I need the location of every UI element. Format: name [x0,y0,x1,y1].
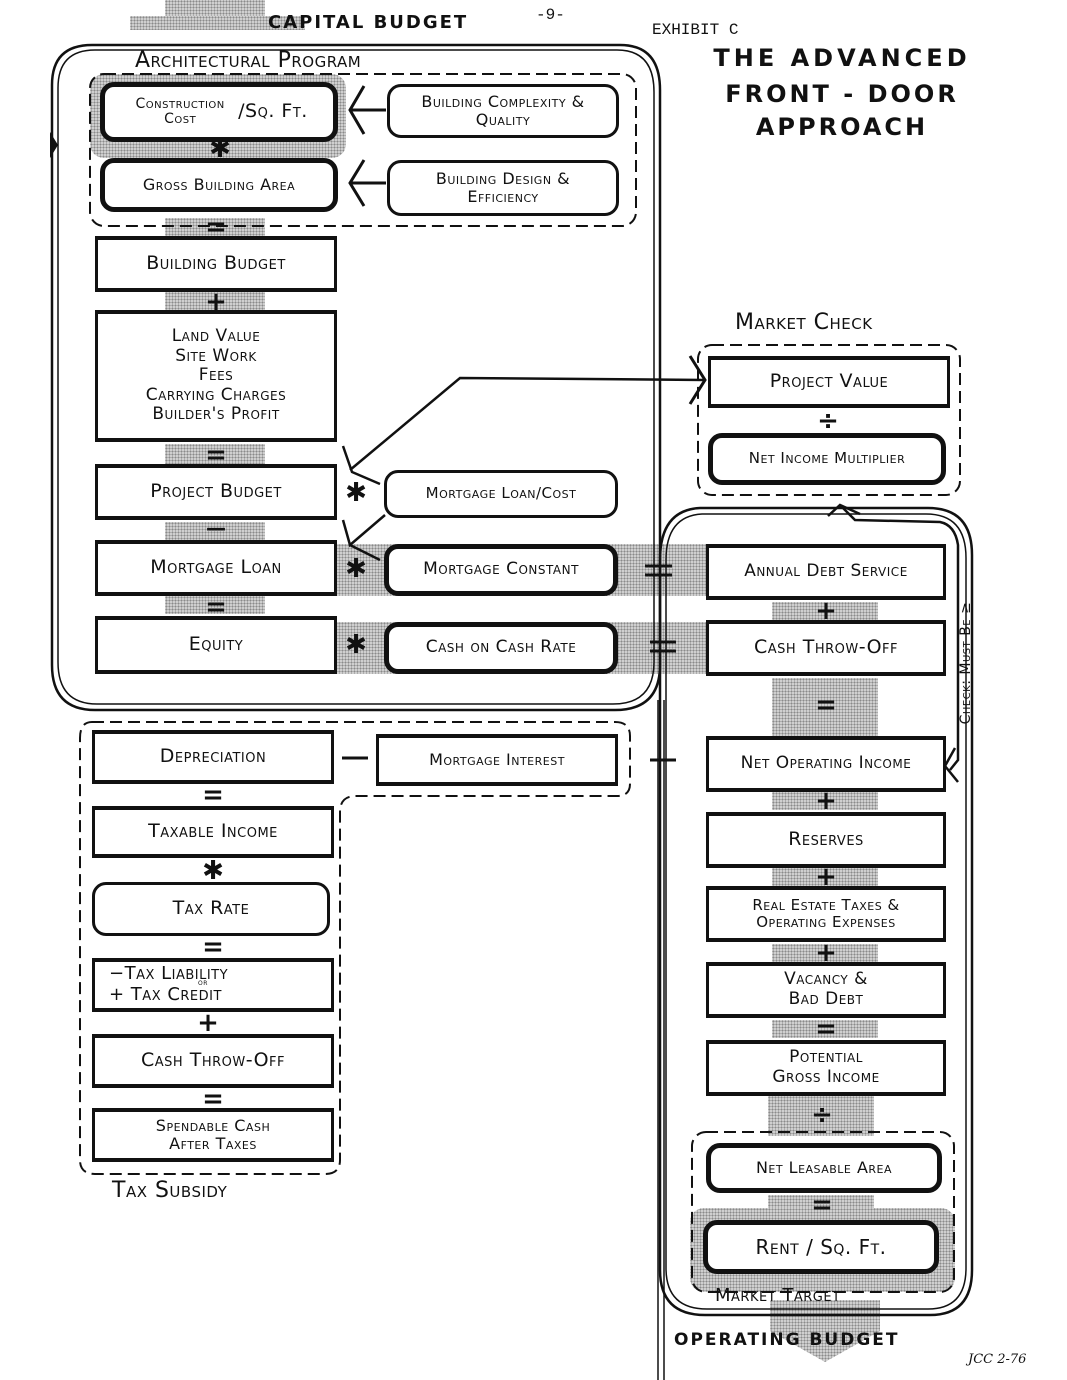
taxable-income-box: Taxable Income [92,806,334,858]
taxes-line-1: Real Estate Taxes & [752,895,900,914]
cash-on-cash-rate-box: Cash on Cash Rate [384,622,618,674]
project-value-box: Project Value [708,356,950,408]
tax-cash-throw-off-box: Cash Throw-Off [92,1034,334,1088]
soft-cost-item: Builder's Profit [152,404,280,425]
plus-operator: + [815,596,837,626]
divide-operator: ÷ [811,1100,833,1130]
tax-rate-box: Tax Rate [92,882,330,936]
equals-operator: = [202,1084,224,1114]
potential-gross-income-box: Potential Gross Income [706,1040,946,1096]
equals-operator: = [202,780,224,810]
vacancy-line-1: Vacancy & [784,969,868,990]
title-line-3: APPROACH [755,113,929,141]
vacancy-line-2: Bad Debt [788,989,864,1009]
reserves-box: Reserves [706,812,946,868]
divide-operator: ÷ [817,406,839,436]
plus-operator: + [205,287,227,317]
depreciation-box: Depreciation [92,730,334,784]
times-operator: ✱ [345,630,367,660]
per-sqft-text: /Sq. Ft. [238,100,308,123]
title-line-2: FRONT - DOOR [725,80,959,108]
pgi-line-2: Gross Income [772,1067,880,1087]
architectural-program-label: Architectural Program [135,48,362,73]
equals-operator: = [815,690,837,720]
building-complexity-box: Building Complexity & Quality [387,84,619,138]
taxes-line-2: Operating Expenses [756,913,896,931]
or-marker: or [198,978,208,988]
spendable-line-2: After Taxes [169,1134,257,1153]
title-line-1: THE ADVANCED [713,44,971,72]
equals-operator: = [205,592,227,622]
annual-debt-service-box: Annual Debt Service [706,544,946,600]
building-budget-box: Building Budget [95,236,337,292]
mortgage-interest-box: Mortgage Interest [376,734,618,786]
check-note: Check: Must Be ≥ [957,601,974,725]
tax-liability-credit-box: −Tax Liability + Tax Credit [92,958,334,1012]
equals-operator: = [811,1190,833,1220]
times-operator: ✱ [345,554,367,584]
plus-operator: + [815,786,837,816]
tax-liability-line: −Tax Liability [109,963,229,985]
soft-cost-item: Fees [198,365,234,386]
rent-per-sqft-box: Rent / Sq. Ft. [703,1220,939,1274]
tax-subsidy-label: Tax Subsidy [112,1178,228,1203]
plus-operator: + [815,938,837,968]
times-operator: ✱ [202,856,224,886]
equals-operator: = [202,932,224,962]
net-operating-income-box: Net Operating Income [706,736,946,792]
spendable-line-1: Spendable Cash [155,1115,271,1135]
cash-throw-off-box: Cash Throw-Off [706,620,946,676]
vacancy-bad-debt-box: Vacancy & Bad Debt [706,962,946,1018]
equals-operator: = [815,1014,837,1044]
net-leasable-area-box: Net Leasable Area [706,1143,942,1193]
times-operator: ✱ [209,134,231,164]
construction-cost-text: Construction Cost [135,95,225,127]
mortgage-loan-box: Mortgage Loan [95,540,337,596]
plus-operator: + [815,862,837,892]
equals-operator: = [205,212,227,242]
mortgage-loan-cost-box: Mortgage Loan/Cost [384,470,618,518]
building-design-box: Building Design & Efficiency [387,160,619,216]
soft-cost-item: Land Value [171,326,261,347]
market-target-label: Market Target [715,1285,841,1306]
plus-operator: + [197,1008,219,1038]
market-check-label: Market Check [735,310,873,335]
construction-cost-box: Construction Cost /Sq. Ft. [100,82,338,142]
tax-credit-line: + Tax Credit [109,984,222,1005]
equals-operator: = [205,440,227,470]
equity-box: Equity [95,616,337,674]
taxes-expenses-box: Real Estate Taxes & Operating Expenses [706,886,946,942]
times-operator: ✱ [345,478,367,508]
minus-operator: — [206,516,226,540]
pgi-line-1: Potential [789,1047,863,1068]
net-income-multiplier-box: Net Income Multiplier [708,433,946,485]
operating-budget-heading: OPERATING BUDGET [674,1330,900,1350]
project-budget-box: Project Budget [95,464,337,520]
soft-cost-item: Carrying Charges [145,384,287,405]
gross-building-area-box: Gross Building Area [100,158,338,212]
capital-budget-heading: CAPITAL BUDGET [268,12,469,33]
page-number: -9- [536,6,565,24]
spendable-cash-box: Spendable Cash After Taxes [92,1108,334,1162]
soft-costs-box: Land Value Site Work Fees Carrying Charg… [95,310,337,442]
exhibit-label: EXHIBIT C [652,21,739,39]
signature: JCC 2-76 [968,1352,1027,1367]
mortgage-constant-box: Mortgage Constant [384,544,618,596]
capital-flow-arrow-wing [130,16,305,30]
soft-cost-item: Site Work [175,345,257,366]
